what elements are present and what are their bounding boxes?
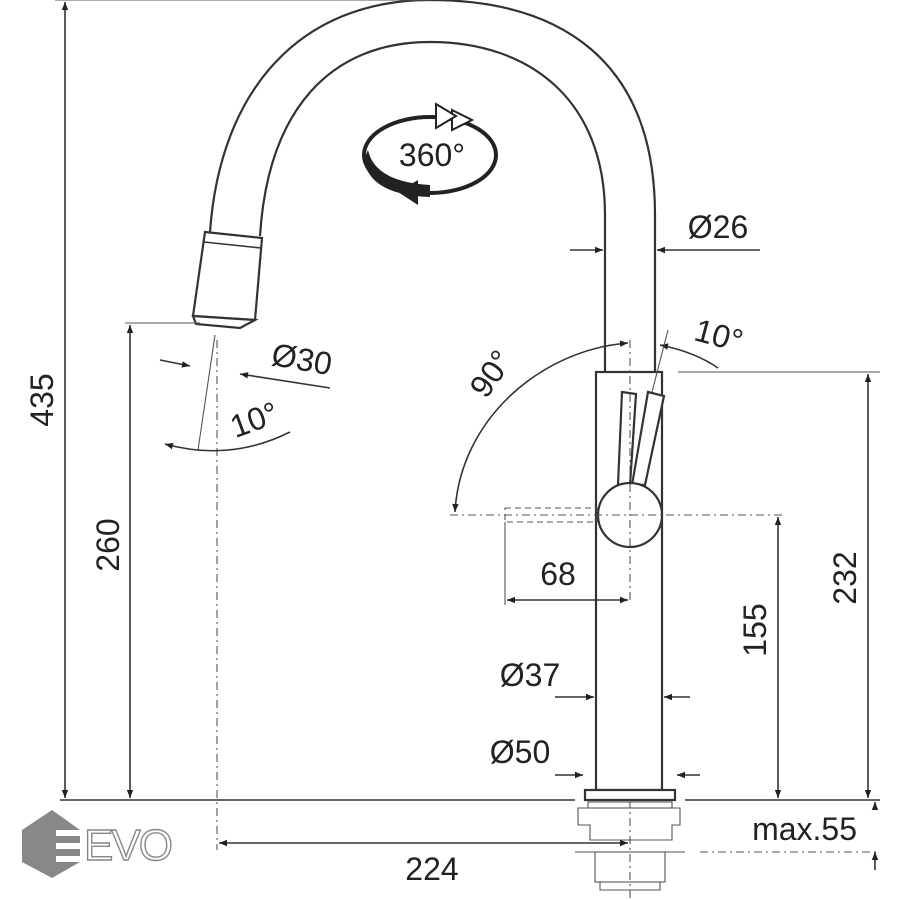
base-flange (583, 788, 677, 802)
rotation-label: 360° (399, 137, 465, 173)
dim-spout-diameter: Ø26 (688, 209, 748, 245)
lever-back-line (651, 329, 669, 393)
dim-lever-length: 68 (540, 556, 576, 592)
dim-base-diameter: Ø50 (490, 734, 550, 770)
dim-nozzle-angle: 10° (225, 394, 283, 444)
dim-reach: 224 (405, 851, 458, 887)
dim-counter-thickness: max.55 (752, 811, 857, 847)
nozzle-axis (197, 334, 216, 451)
dim-total-height: 435 (24, 373, 60, 426)
dim-lever-swing-arc (452, 340, 629, 513)
dim-lever-height: 155 (737, 603, 773, 656)
spout (208, 0, 657, 372)
rotation-360-icon (362, 102, 498, 205)
dim-lever-back-arc (659, 343, 719, 369)
dim-body-diameter: Ø37 (500, 657, 560, 693)
logo-text: EVO (84, 821, 172, 870)
dim-nozzle-diameter: Ø30 (269, 336, 335, 382)
dim-body-height: 232 (827, 551, 863, 604)
evo-logo: EVO (22, 810, 174, 878)
nozzle (191, 230, 264, 330)
dim-30-right (239, 372, 331, 389)
dim-lever-back-angle: 10° (691, 312, 747, 359)
dim-nozzle-angle-arc (164, 431, 291, 452)
dim-spout-height: 260 (90, 518, 126, 571)
dim-30-left (159, 359, 191, 368)
